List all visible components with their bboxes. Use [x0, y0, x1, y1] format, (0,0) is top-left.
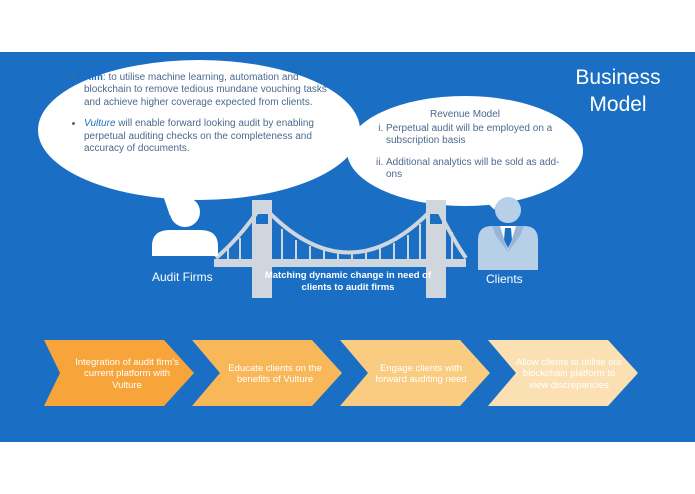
revenue-speech-bubble	[347, 96, 583, 206]
bridge-caption: Matching dynamic change in need of clien…	[264, 270, 432, 293]
clients-label: Clients	[486, 272, 523, 286]
step-chevron	[44, 340, 194, 406]
person-icon	[152, 197, 218, 256]
vulture-label: Vulture	[84, 118, 116, 130]
step-chevron	[192, 340, 342, 406]
step-chevron	[340, 340, 490, 406]
aim-label: Aim	[84, 72, 103, 83]
step-label: Educate clients on the benefits of Vultu…	[228, 362, 322, 386]
vulture-text: will enable forward looking audit by ena…	[84, 118, 314, 155]
step-label: Integration of audit firm's current plat…	[75, 356, 179, 391]
step-chevron	[488, 340, 638, 406]
aim-bullet: Aim: to utilise machine learning, automa…	[84, 72, 334, 109]
revenue-item: Perpetual audit will be employed on a su…	[386, 123, 570, 148]
aim-bubble-text: Aim: to utilise machine learning, automa…	[62, 72, 334, 164]
page-title: Business Model	[575, 66, 661, 116]
aim-text: : to utilise machine learning, automatio…	[84, 72, 327, 108]
revenue-bubble-text: Revenue Model Perpetual audit will be em…	[360, 109, 570, 191]
vulture-bullet: Vulture will enable forward looking audi…	[84, 118, 334, 155]
revenue-item: Additional analytics will be sold as add…	[386, 157, 570, 182]
step-label: Allow clients to utilise our blockchain …	[515, 356, 623, 391]
aim-speech-bubble	[38, 60, 360, 200]
audit-firms-label: Audit Firms	[152, 270, 213, 284]
businessman-icon	[478, 197, 538, 270]
step-label: Engage clients with forward auditing nee…	[375, 362, 467, 386]
revenue-heading: Revenue Model	[429, 109, 501, 120]
